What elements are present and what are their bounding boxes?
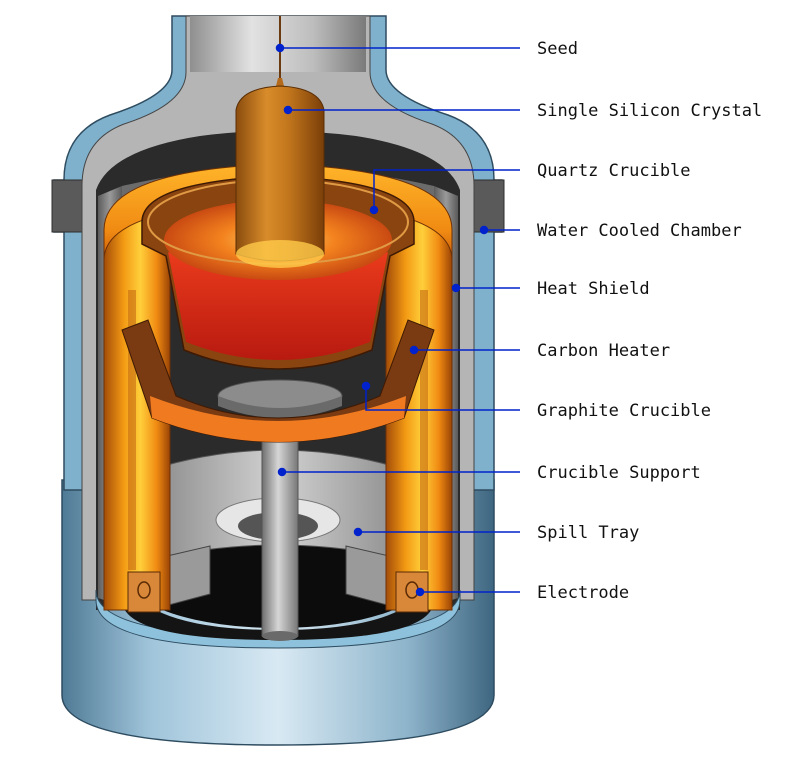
graphite-crucible (121, 319, 435, 443)
label-carbon-heater: Carbon Heater (537, 341, 670, 361)
seed-neck (276, 78, 284, 86)
label-single-silicon-crystal: Single Silicon Crystal (537, 101, 762, 121)
label-electrode: Electrode (537, 583, 629, 603)
label-spill-tray: Spill Tray (537, 523, 639, 543)
leader-electrode (415, 587, 520, 597)
single-silicon-crystal (235, 85, 325, 262)
electrode-left (127, 571, 161, 613)
label-heat-shield: Heat Shield (537, 279, 650, 299)
label-crucible-support: Crucible Support (537, 463, 701, 483)
label-graphite-crucible: Graphite Crucible (537, 401, 711, 421)
leader-water (479, 225, 520, 235)
leader-lines (275, 43, 520, 597)
support-base (262, 631, 298, 641)
leader-heater (409, 345, 520, 355)
leader-support (277, 467, 520, 477)
leader-graphite (361, 381, 520, 411)
leader-seed (275, 43, 520, 53)
neck-highlight (190, 16, 366, 72)
labels: Seed Single Silicon Crystal Quartz Cruci… (537, 39, 762, 603)
leader-shield (451, 283, 520, 293)
silicon-crystal-assembly (235, 16, 325, 268)
label-quartz-crucible: Quartz Crucible (537, 161, 691, 181)
leader-quartz (369, 169, 520, 215)
label-seed: Seed (537, 39, 578, 59)
label-water-cooled-chamber: Water Cooled Chamber (537, 221, 742, 241)
leader-spill (353, 527, 520, 537)
melt-body (168, 252, 388, 360)
leader-crystal (283, 105, 520, 115)
